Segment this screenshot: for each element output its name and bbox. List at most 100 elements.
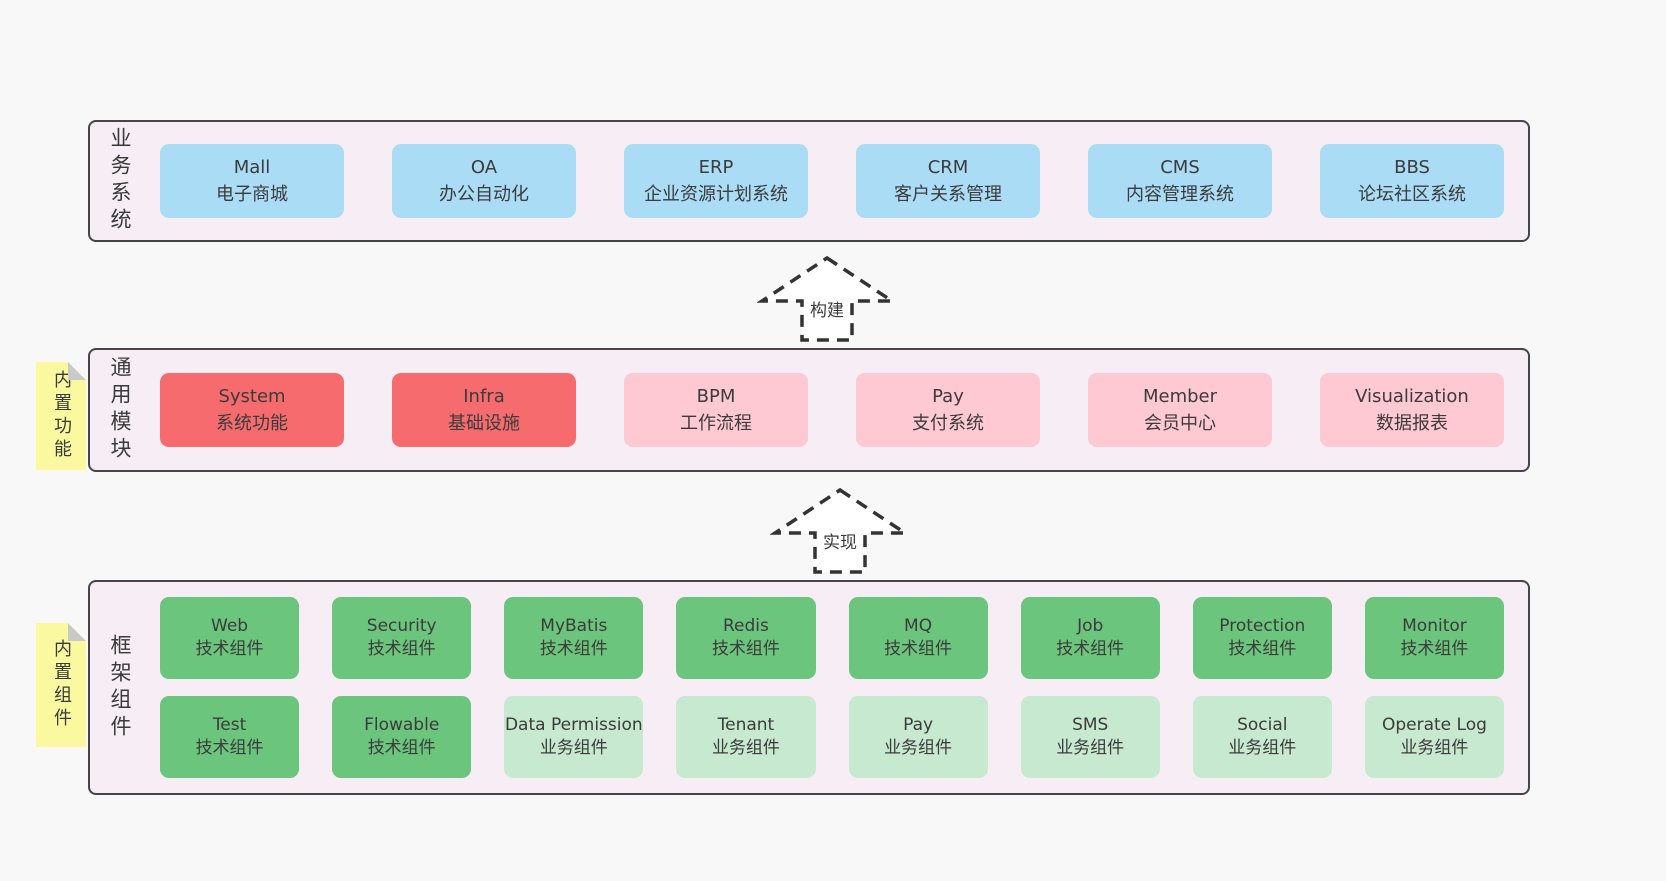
box-title: SMS [1072,714,1109,735]
sticky-fold-corner [68,362,86,380]
box-subtitle: 业务组件 [711,738,780,758]
box-subtitle: 技术组件 [367,738,436,758]
band-business-systems: 业务系统 Mall 电子商城 OA 办公自动化 ERP 企业资源计划系统 CRM 客户关系管理… [88,120,1530,242]
box-title: CMS [1160,157,1200,178]
module-box-erp: ERP 企业资源计划系统 [624,144,808,218]
box-title: OA [470,157,498,178]
box-title: MyBatis [540,615,608,636]
box-subtitle: 电子商城 [216,184,288,205]
sticky-label-built-in-components: 内置组件 [51,639,72,731]
up-arrow-icon: 构建 [757,255,897,342]
box-title: Visualization [1355,386,1469,407]
module-box-flowable: Flowable 技术组件 [332,696,472,778]
box-title: Infra [463,386,505,407]
box-subtitle: 会员中心 [1144,413,1216,434]
box-title: ERP [698,157,734,178]
box-title: Flowable [364,714,440,735]
box-subtitle: 技术组件 [195,639,264,659]
box-title: Operate Log [1381,714,1487,735]
box-title: Mall [233,157,271,178]
band-label-framework-components: 框架组件 [108,633,132,742]
box-subtitle: 技术组件 [195,738,264,758]
arrow-build-label: 构建 [810,301,844,321]
box-title: Monitor [1402,615,1467,636]
module-box-mq: MQ 技术组件 [848,597,988,679]
business-boxes: Mall 电子商城 OA 办公自动化 ERP 企业资源计划系统 CRM 客户关系管理 CMS 内容… [160,122,1528,240]
box-subtitle: 技术组件 [539,639,608,659]
box-title: CRM [927,157,969,178]
module-box-visualization: Visualization 数据报表 [1320,373,1504,447]
module-box-mall: Mall 电子商城 [160,144,344,218]
box-title: System [218,386,286,407]
box-subtitle: 企业资源计划系统 [644,184,788,205]
box-title: Security [366,615,437,636]
module-box-system: System 系统功能 [160,373,344,447]
module-box-infra: Infra 基础设施 [392,373,576,447]
box-subtitle: 客户关系管理 [894,184,1002,205]
box-subtitle: 技术组件 [884,639,953,659]
box-subtitle: 数据报表 [1376,413,1448,434]
box-title: Member [1142,386,1218,407]
box-title: MQ [904,615,933,636]
box-subtitle: 论坛社区系统 [1358,184,1466,205]
box-subtitle: 支付系统 [912,413,984,434]
module-box-test: Test 技术组件 [160,696,300,778]
box-title: Social [1237,714,1288,735]
module-box-tenant: Tenant 业务组件 [676,696,816,778]
box-title: Data Permission [504,714,643,735]
up-arrow-icon: 实现 [770,487,910,574]
box-title: Web [211,615,249,636]
sticky-note-built-in-components: 内置组件 [36,623,86,747]
box-subtitle: 系统功能 [216,413,288,434]
arrow-implement-label: 实现 [823,533,857,553]
band-label-business-systems: 业务系统 [108,127,132,235]
box-title: Job [1077,615,1104,636]
module-box-redis: Redis 技术组件 [676,597,816,679]
box-subtitle: 技术组件 [367,639,436,659]
box-title: Test [212,714,247,735]
module-box-monitor: Monitor 技术组件 [1364,597,1504,679]
box-subtitle: 技术组件 [1228,639,1297,659]
box-subtitle: 技术组件 [1056,639,1125,659]
box-title: Redis [722,615,769,636]
module-box-job: Job 技术组件 [1020,597,1160,679]
box-subtitle: 技术组件 [711,639,780,659]
box-subtitle: 基础设施 [448,413,520,434]
module-box-protection: Protection 技术组件 [1192,597,1332,679]
box-title: Pay [932,386,964,407]
box-title: Tenant [717,714,775,735]
module-box-cms: CMS 内容管理系统 [1088,144,1272,218]
box-subtitle: 技术组件 [1400,639,1469,659]
box-subtitle: 业务组件 [1400,738,1469,758]
module-box-crm: CRM 客户关系管理 [856,144,1040,218]
box-subtitle: 业务组件 [884,738,953,758]
arrow-implement: 实现 [770,487,910,575]
module-box-web: Web 技术组件 [160,597,300,679]
sticky-fold-corner [68,623,86,641]
module-box-oa: OA 办公自动化 [392,144,576,218]
module-box-security: Security 技术组件 [332,597,472,679]
box-subtitle: 内容管理系统 [1126,184,1234,205]
box-title: BBS [1394,157,1430,178]
sticky-label-built-in-features: 内置功能 [51,370,72,462]
arrow-build: 构建 [757,255,897,343]
module-box-member: Member 会员中心 [1088,373,1272,447]
band-label-common-modules: 通用模块 [108,356,132,464]
box-title: Protection [1219,615,1306,636]
module-box-pay: Pay 支付系统 [856,373,1040,447]
box-subtitle: 工作流程 [680,413,752,434]
module-box-mybatis: MyBatis 技术组件 [504,597,644,679]
module-box-operate-log: Operate Log 业务组件 [1364,696,1504,778]
sticky-note-built-in-features: 内置功能 [36,362,86,470]
module-box-bbs: BBS 论坛社区系统 [1320,144,1504,218]
box-subtitle: 办公自动化 [439,184,529,205]
